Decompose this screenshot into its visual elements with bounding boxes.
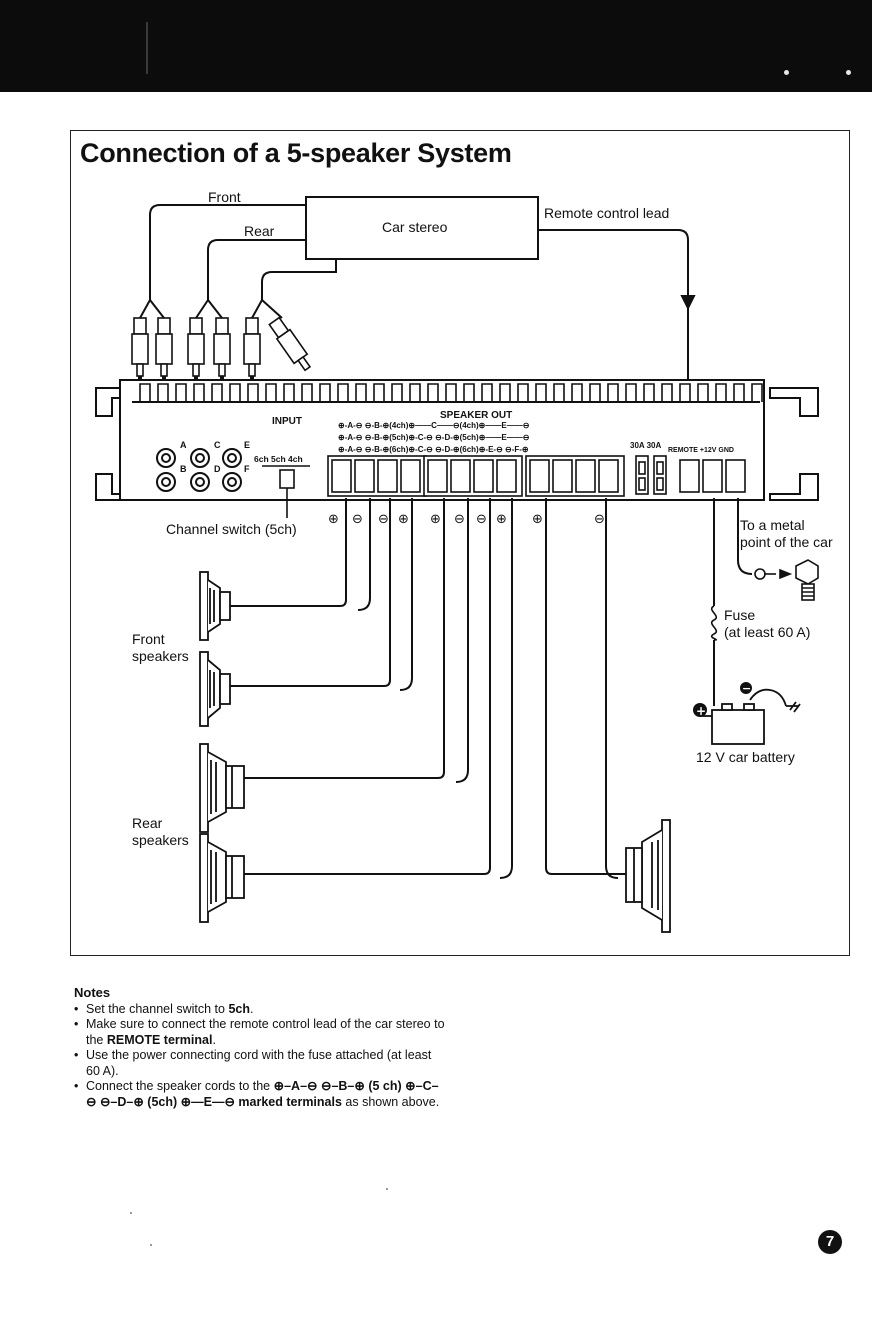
car-stereo-box [305, 196, 539, 260]
front-cable [149, 204, 306, 300]
terminal-screw [473, 459, 494, 493]
polarity-mark: ⊖ [378, 512, 389, 527]
terminal-screw [427, 459, 448, 493]
notes-section: Notes Set the channel switch to 5ch. Mak… [74, 985, 446, 1110]
polarity-mark: ⊕ [532, 512, 543, 527]
out-row-2: ⊕-A-⊖ ⊖-B-⊕(5ch)⊕-C-⊖ ⊖-D-⊕(5ch)⊕——E——⊖ [338, 433, 530, 442]
header-dot [784, 70, 789, 75]
rear-speaker-2 [199, 833, 245, 923]
notes-heading: Notes [74, 985, 111, 1000]
battery-minus: − [742, 682, 751, 695]
speaker-out-label: SPEAKER OUT [440, 410, 512, 421]
terminal-screw [354, 459, 375, 493]
channel-switch [279, 469, 295, 489]
terminal-screw [552, 459, 573, 493]
polarity-mark: ⊖ [454, 512, 465, 527]
battery-label: 12 V car battery [696, 749, 795, 765]
front-cable-label: Front [208, 189, 241, 205]
car-stereo-label: Car stereo [382, 219, 448, 235]
speaker-terminals [327, 455, 746, 497]
terminal-screw [529, 459, 550, 493]
polarity-mark: ⊖ [476, 512, 487, 527]
speaker-wires [228, 498, 753, 879]
speck [130, 1212, 132, 1214]
out-row-3: ⊕-A-⊖ ⊖-B-⊕(6ch)⊕-C-⊖ ⊖-D-⊕(6ch)⊕-E-⊖ ⊖-… [338, 445, 529, 454]
rca-plugs [131, 316, 312, 377]
terminal-screw [400, 459, 421, 493]
battery-body [711, 709, 765, 745]
center-speaker [625, 819, 671, 933]
note-item: Connect the speaker cords to the ⊕–A–⊖ ⊖… [74, 1079, 446, 1110]
jack-label-d: D [214, 464, 221, 474]
speck [386, 1188, 388, 1190]
polarity-mark: ⊖ [352, 512, 363, 527]
polarity-mark: ⊕ [328, 512, 339, 527]
header-dot [846, 70, 851, 75]
page-number: 7 [818, 1230, 842, 1254]
front-speaker-2 [199, 651, 231, 727]
power-terminal [725, 459, 746, 493]
power-terminal [702, 459, 723, 493]
rear-cable-label: Rear [244, 223, 275, 239]
jack-label-e: E [244, 440, 250, 450]
remote-harness [261, 259, 337, 300]
input-label: INPUT [272, 416, 302, 427]
jack-label-c: C [214, 440, 221, 450]
note-item: Use the power connecting cord with the f… [74, 1048, 446, 1079]
diagram-frame [70, 130, 850, 956]
input-jacks [156, 448, 242, 492]
header-mark [146, 22, 148, 74]
jack-label-f: F [244, 464, 250, 474]
terminal-screw [331, 459, 352, 493]
remote-lead-label: Remote control lead [544, 205, 670, 221]
terminal-screw [496, 459, 517, 493]
rear-cable [207, 239, 306, 300]
note-item: Set the channel switch to 5ch. [74, 1002, 446, 1018]
jack-label-a: A [180, 440, 187, 450]
remote-lead [538, 229, 689, 300]
fuse-rating: 30A 30A [630, 441, 662, 450]
front-speaker-1 [199, 571, 231, 641]
bolt-icon [795, 559, 819, 585]
battery-plus: + [696, 704, 706, 718]
jack-label-b: B [180, 464, 187, 474]
header-bar [0, 0, 872, 92]
notes-list: Set the channel switch to 5ch. Make sure… [74, 1002, 446, 1111]
fuse-label: Fuse(at least 60 A) [724, 607, 811, 640]
terminal-screw [450, 459, 471, 493]
ring-terminal [754, 568, 766, 580]
speck [150, 1244, 152, 1246]
fuse-symbol [710, 605, 718, 641]
rear-speaker-1 [199, 743, 245, 833]
polarity-mark: ⊖ [594, 512, 605, 527]
channel-switch-label: Channel switch (5ch) [166, 521, 297, 537]
terminal-screw [575, 459, 596, 493]
page-title: Connection of a 5-speaker System [80, 138, 512, 168]
polarity-mark: ⊕ [496, 512, 507, 527]
heat-sink-fins [139, 383, 763, 402]
terminal-screw [598, 459, 619, 493]
polarity-mark: ⊕ [398, 512, 409, 527]
note-item: Make sure to connect the remote control … [74, 1017, 446, 1048]
power-terminal [679, 459, 700, 493]
out-row-1: ⊕-A-⊖ ⊖-B-⊕(4ch)⊕——C——⊖(4ch)⊕——E——⊖ [338, 421, 530, 430]
power-terminal-label: REMOTE +12V GND [668, 447, 734, 454]
switch-positions: 6ch 5ch 4ch [254, 454, 303, 464]
terminal-screw [377, 459, 398, 493]
polarity-mark: ⊕ [430, 512, 441, 527]
